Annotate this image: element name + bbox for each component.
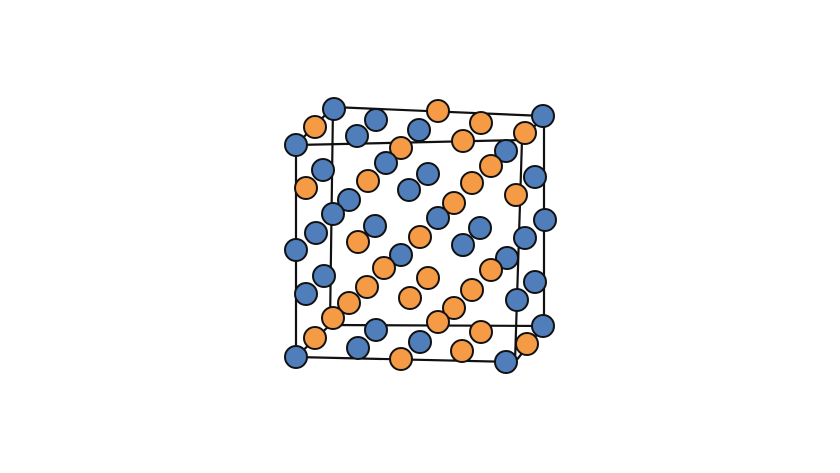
blue-atom [294, 282, 318, 306]
orange-atom [389, 136, 413, 160]
orange-atom [321, 306, 345, 330]
orange-atom [389, 347, 413, 371]
orange-atom [426, 99, 450, 123]
blue-atom [494, 139, 518, 163]
blue-atom [284, 238, 308, 262]
blue-atom [321, 202, 345, 226]
orange-atom [398, 286, 422, 310]
orange-atom [469, 111, 493, 135]
orange-atom [504, 183, 528, 207]
orange-atom [408, 225, 432, 249]
blue-atom [364, 108, 388, 132]
blue-atom [374, 151, 398, 175]
blue-atom [322, 97, 346, 121]
orange-atom [442, 296, 466, 320]
blue-atom [533, 208, 557, 232]
orange-atom [442, 191, 466, 215]
orange-atom [355, 275, 379, 299]
orange-atom [303, 115, 327, 139]
blue-atom [531, 314, 555, 338]
blue-atom [311, 158, 335, 182]
orange-atom [451, 129, 475, 153]
blue-atom [451, 233, 475, 257]
blue-atom [397, 178, 421, 202]
orange-atom [460, 171, 484, 195]
blue-atom [312, 264, 336, 288]
blue-atom [346, 336, 370, 360]
blue-atom [304, 221, 328, 245]
blue-atom [505, 288, 529, 312]
orange-atom [513, 121, 537, 145]
orange-atom [337, 291, 361, 315]
blue-atom [363, 214, 387, 238]
blue-atom [407, 118, 431, 142]
blue-atom [284, 345, 308, 369]
blue-atom [523, 165, 547, 189]
orange-atom [515, 332, 539, 356]
blue-atom [523, 270, 547, 294]
blue-atom [513, 226, 537, 250]
blue-atom [426, 206, 450, 230]
blue-atom [284, 133, 308, 157]
orange-atom [460, 278, 484, 302]
orange-atom [426, 310, 450, 334]
blue-atom [345, 124, 369, 148]
orange-atom [303, 326, 327, 350]
orange-atom [450, 339, 474, 363]
orange-atom [356, 169, 380, 193]
blue-atom [416, 162, 440, 186]
atoms [284, 97, 557, 374]
orange-atom [479, 154, 503, 178]
blue-atom [531, 104, 555, 128]
orange-atom [416, 266, 440, 290]
blue-atom [494, 350, 518, 374]
blue-atom [364, 318, 388, 342]
orange-atom [346, 230, 370, 254]
orange-atom [294, 176, 318, 200]
blue-atom [468, 216, 492, 240]
orange-atom [479, 258, 503, 282]
blue-atom [408, 330, 432, 354]
blue-atom [389, 243, 413, 267]
orange-atom [469, 320, 493, 344]
blue-atom [337, 188, 361, 212]
orange-atom [372, 256, 396, 280]
blue-atom [495, 246, 519, 270]
